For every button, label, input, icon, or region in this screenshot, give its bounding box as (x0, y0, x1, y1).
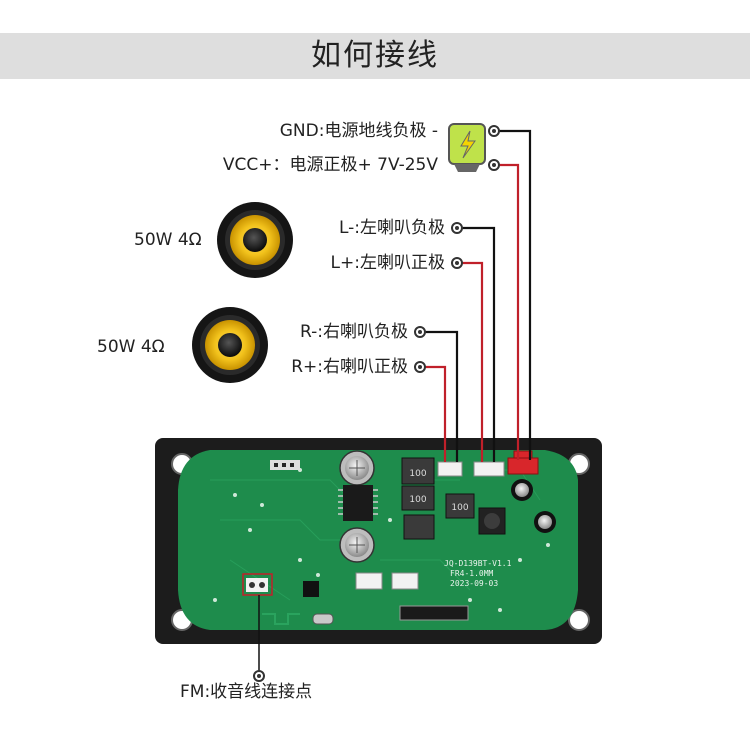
bluetooth-chip (303, 581, 319, 597)
crystal (312, 613, 334, 625)
small-connector-2 (391, 572, 419, 590)
amplifier-chip (343, 485, 373, 521)
label-l-plus: L+:左喇叭正极 (330, 253, 445, 273)
label-l-minus: L-:左喇叭负极 (338, 218, 445, 238)
label-r-plus: R+:右喇叭正极 (291, 357, 408, 377)
inductor-4 (445, 493, 475, 519)
speaker-icon-1 (217, 202, 293, 278)
inductor-2-label: 100 (409, 495, 426, 505)
label-fm: FM:收音线连接点 (180, 682, 313, 702)
title-banner: 如何接线 (0, 33, 750, 79)
card-slot (399, 605, 469, 621)
inductor-1-label: 100 (409, 469, 426, 479)
capacitor-small-1 (511, 479, 533, 501)
capacitor-large-2 (339, 527, 375, 563)
silk-model: JQ-D139BT-V1.1 (444, 559, 512, 568)
inductor-1 (401, 457, 435, 485)
label-vcc: VCC+：电源正极+ 7V-25V (222, 155, 438, 175)
mount-hole-bottom-right (568, 609, 590, 631)
wire-r-plus (424, 365, 447, 462)
speaker-2-spec: 50W 4Ω (97, 337, 165, 357)
silk-date: 2023-09-03 (450, 579, 498, 588)
fm-solder-pads (246, 578, 268, 592)
speaker-1-spec: 50W 4Ω (134, 230, 202, 250)
inductor-3 (403, 514, 435, 540)
inductor-4-label: 100 (451, 503, 468, 513)
silk-fr: FR4-1.0MM (450, 569, 494, 578)
speaker-icon-2 (192, 307, 268, 383)
wire-gnd (498, 129, 532, 460)
capacitor-large-1 (339, 450, 375, 486)
wire-r-minus (424, 330, 459, 462)
label-r-minus: R-:右喇叭负极 (300, 322, 408, 342)
label-gnd: GND:电源地线负极 - (279, 121, 438, 141)
wire-vcc (498, 163, 520, 460)
page-title: 如何接线 (311, 38, 439, 73)
pcb-board: 100 100 100 JQ-D139BT-V1.1 FR4-1.0MM 202… (178, 450, 578, 630)
connector-left-speaker (473, 461, 505, 477)
small-connector-1 (355, 572, 383, 590)
capacitor-small-2 (534, 511, 556, 533)
wires (258, 129, 532, 672)
connector-power (507, 457, 539, 475)
wire-l-minus (461, 226, 496, 462)
connector-right-speaker (437, 461, 463, 477)
fm-highlight-box (242, 573, 273, 596)
power-supply-icon (448, 123, 486, 172)
wire-l-plus (461, 261, 484, 462)
inductor-2 (401, 485, 435, 511)
